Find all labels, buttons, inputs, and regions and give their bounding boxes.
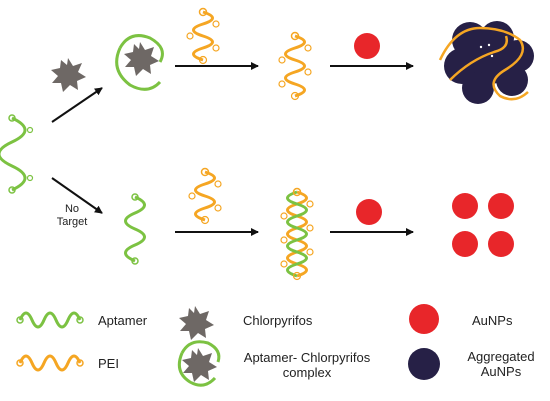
aptamer-chlorpyrifos-complex	[115, 34, 164, 91]
legend-pei-swatch	[16, 354, 84, 372]
legend-aggregated-line1: Aggregated	[467, 349, 535, 364]
legend-pei-label: PEI	[98, 356, 119, 371]
pei-top-2	[278, 31, 312, 101]
aggregated-aunps-top	[438, 21, 534, 104]
arrow-no-target	[51, 177, 103, 214]
legend-aptamer-swatch	[16, 311, 84, 329]
aunp-bottom	[356, 199, 382, 225]
legend-aptamer-label: Aptamer	[98, 313, 148, 328]
aunp-top	[354, 33, 380, 59]
legend-aunps-label: AuNPs	[472, 313, 513, 328]
legend-complex-line1: Aptamer- Chlorpyrifos	[243, 350, 371, 365]
legend-complex-line2: complex	[282, 365, 332, 380]
legend-chlorpyrifos-swatch	[179, 306, 214, 340]
legend-aunps-swatch	[409, 304, 439, 334]
chlorpyrifos-target	[51, 58, 86, 92]
no-target-line1: No	[64, 203, 80, 215]
legend-aggregated-swatch	[408, 348, 440, 380]
legend-chlorpyrifos-label: Chlorpyrifos	[243, 313, 313, 328]
aptamer-free	[124, 193, 146, 265]
legend-complex-label: Aptamer- Chlorpyrifos complex	[232, 350, 382, 380]
pei-bottom	[188, 167, 222, 225]
aptamer-start	[0, 114, 34, 194]
legend-complex-swatch	[177, 340, 221, 387]
no-target-label: No Target	[52, 203, 92, 229]
no-target-line2: Target	[56, 216, 88, 228]
arrow-with-target	[51, 87, 103, 123]
dispersed-aunps	[452, 193, 514, 257]
pei-top	[186, 7, 220, 65]
legend-aggregated-line2: AuNPs	[480, 364, 522, 379]
legend-aggregated-label: Aggregated AuNPs	[458, 349, 544, 379]
aptamer-pei-duplex	[280, 187, 314, 281]
